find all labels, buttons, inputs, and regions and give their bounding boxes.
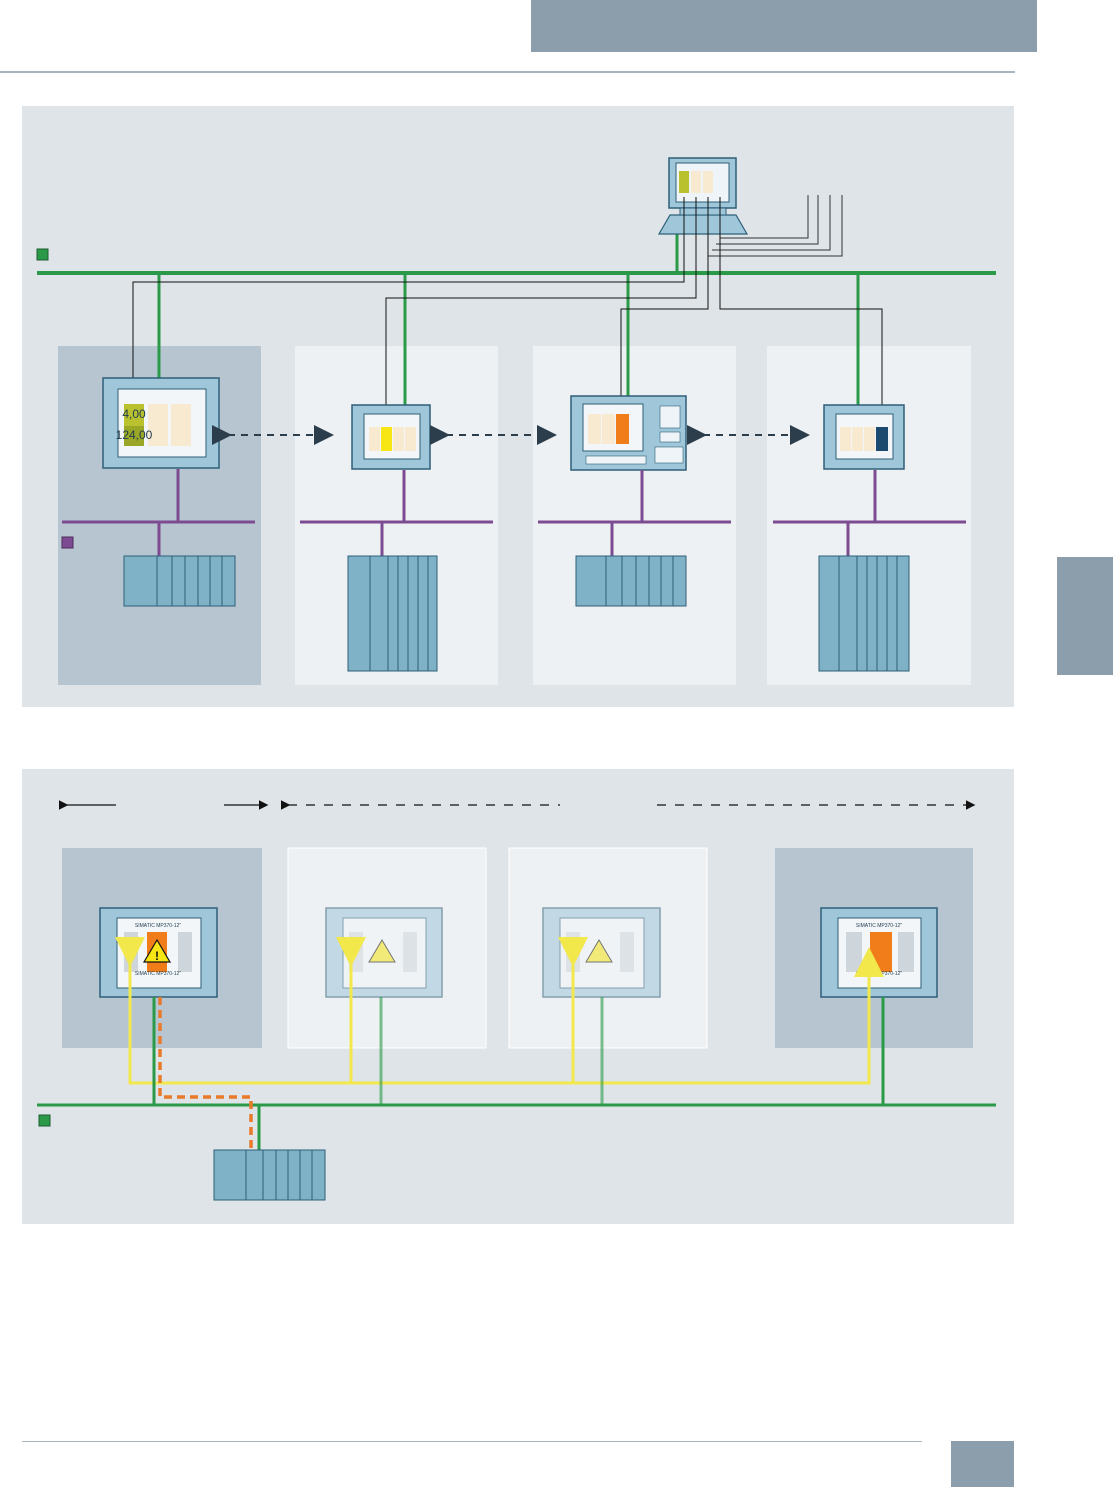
mp370-panel-2 — [325, 907, 443, 998]
page-number-box — [951, 1441, 1014, 1487]
header-rule — [0, 71, 1015, 73]
svg-text:SIMATIC MP370-12": SIMATIC MP370-12" — [856, 923, 902, 929]
orange-control-path — [158, 997, 253, 1150]
svg-text:SIMATIC MP370-12": SIMATIC MP370-12" — [135, 923, 181, 929]
mp370-panel-1: SIMATIC MP370-12" ! SIMATIC MP370-12" — [99, 907, 218, 998]
plc-1 — [123, 555, 236, 607]
svg-text:!: ! — [155, 949, 159, 963]
bottom-ethernet-legend-square — [38, 1114, 51, 1127]
touch-panel-4 — [823, 404, 905, 470]
ethernet-legend-square — [36, 248, 49, 261]
plc-2 — [347, 555, 438, 672]
engineering-pc — [657, 157, 749, 235]
svg-text:SIMATIC MP370-12": SIMATIC MP370-12" — [135, 971, 181, 977]
profibus-legend-square — [61, 536, 74, 549]
footer-rule — [22, 1441, 922, 1442]
plc-4 — [818, 555, 910, 672]
mp370-panel-4: SIMATIC MP370-12" SIMATIC MP370-12" — [820, 907, 938, 998]
key-panel-3 — [570, 395, 687, 471]
bottom-plc — [213, 1149, 326, 1201]
side-tab — [1057, 557, 1113, 675]
svg-text:SIMATIC MP370-12": SIMATIC MP370-12" — [856, 971, 902, 977]
touch-panel-1: 4,00 124,00 — [102, 377, 220, 469]
header-bar — [531, 0, 1037, 52]
touch-panel-2 — [351, 404, 431, 470]
svg-text:4,00: 4,00 — [122, 407, 146, 421]
mp370-panel-3 — [542, 907, 661, 998]
plc-3 — [575, 555, 687, 607]
svg-text:124,00: 124,00 — [116, 428, 153, 442]
